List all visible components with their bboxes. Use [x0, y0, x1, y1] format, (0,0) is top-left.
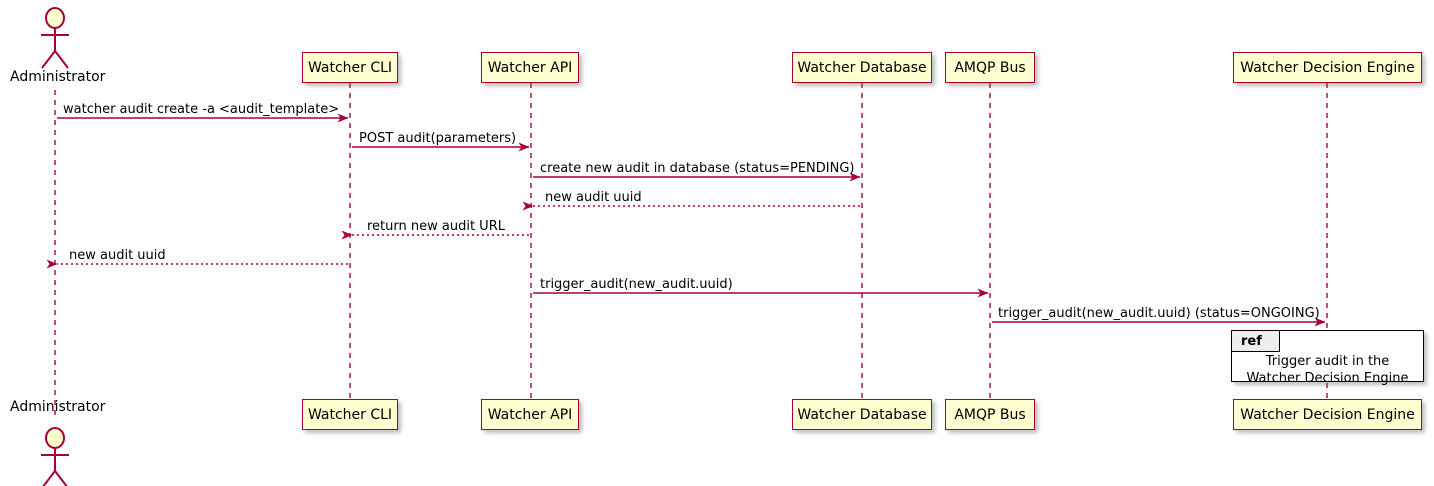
ref-fragment-tab-label: ref	[1241, 333, 1262, 349]
message-label-3-text: new audit uuid	[545, 190, 642, 205]
message-label-2: create new audit in database (status=PEN…	[540, 161, 855, 176]
message-label-2-text: create new audit in database (status=PEN…	[540, 161, 855, 176]
ref-fragment-body: Trigger audit in the Watcher Decision En…	[1232, 353, 1423, 387]
participant-foot-watcher-api[interactable]: Watcher API	[481, 399, 579, 430]
message-label-7: trigger_audit(new_audit.uuid) (status=ON…	[998, 306, 1320, 321]
participant-head-label-watcher-cli: Watcher CLI	[307, 59, 393, 76]
ref-fragment[interactable]: ref Trigger audit in the Watcher Decisio…	[1231, 330, 1424, 386]
ref-fragment-tab: ref	[1232, 331, 1280, 352]
actor-label-administrator-bottom: Administrator	[10, 399, 105, 415]
message-label-3: new audit uuid	[545, 190, 642, 205]
actor-figure-administrator-bottom	[41, 427, 69, 486]
participant-head-watcher-api[interactable]: Watcher API	[481, 52, 579, 83]
participant-head-watcher-decision-engine[interactable]: Watcher Decision Engine	[1233, 52, 1422, 83]
actor-label-administrator-bottom-text: Administrator	[10, 399, 106, 415]
participant-head-label-watcher-api: Watcher API	[487, 59, 573, 76]
lifelines-group	[54, 83, 1328, 420]
message-label-1: POST audit(parameters)	[359, 131, 516, 146]
actor-label-administrator-top: Administrator	[10, 69, 105, 85]
message-label-0-text: watcher audit create -a <audit_template>	[63, 102, 340, 117]
ref-fragment-line-2: Watcher Decision Engine	[1246, 371, 1409, 386]
participant-head-label-watcher-decision-engine: Watcher Decision Engine	[1240, 59, 1415, 76]
participant-foot-watcher-database[interactable]: Watcher Database	[792, 399, 932, 430]
message-label-6: trigger_audit(new_audit.uuid)	[540, 277, 733, 292]
participant-head-watcher-database[interactable]: Watcher Database	[792, 52, 932, 83]
message-label-5-text: new audit uuid	[69, 248, 166, 263]
participant-foot-label-watcher-api: Watcher API	[487, 406, 573, 423]
participant-head-amqp-bus[interactable]: AMQP Bus	[945, 52, 1035, 83]
actor-label-administrator-top-text: Administrator	[10, 69, 106, 85]
message-label-7-text: trigger_audit(new_audit.uuid) (status=ON…	[998, 306, 1320, 321]
message-label-4: return new audit URL	[367, 219, 505, 234]
participant-head-label-watcher-database: Watcher Database	[797, 59, 927, 76]
participant-foot-label-watcher-decision-engine: Watcher Decision Engine	[1240, 406, 1415, 423]
participant-foot-watcher-cli[interactable]: Watcher CLI	[302, 399, 398, 430]
participant-head-watcher-cli[interactable]: Watcher CLI	[302, 52, 398, 83]
messages-group	[46, 113, 1326, 327]
participant-foot-amqp-bus[interactable]: AMQP Bus	[945, 399, 1035, 430]
ref-fragment-line-1: Trigger audit in the	[1265, 354, 1390, 369]
participant-foot-label-watcher-cli: Watcher CLI	[307, 406, 393, 423]
participant-foot-label-amqp-bus: AMQP Bus	[954, 406, 1026, 423]
message-label-1-text: POST audit(parameters)	[359, 131, 517, 146]
actor-figures-group	[41, 7, 69, 486]
participant-foot-watcher-decision-engine[interactable]: Watcher Decision Engine	[1233, 399, 1422, 430]
message-label-6-text: trigger_audit(new_audit.uuid)	[540, 277, 733, 292]
message-label-0: watcher audit create -a <audit_template>	[63, 102, 339, 117]
actor-figure-administrator-top	[41, 7, 69, 69]
participant-head-label-amqp-bus: AMQP Bus	[954, 59, 1026, 76]
participant-foot-label-watcher-database: Watcher Database	[797, 406, 927, 423]
message-label-4-text: return new audit URL	[367, 219, 505, 234]
message-label-5: new audit uuid	[69, 248, 166, 263]
